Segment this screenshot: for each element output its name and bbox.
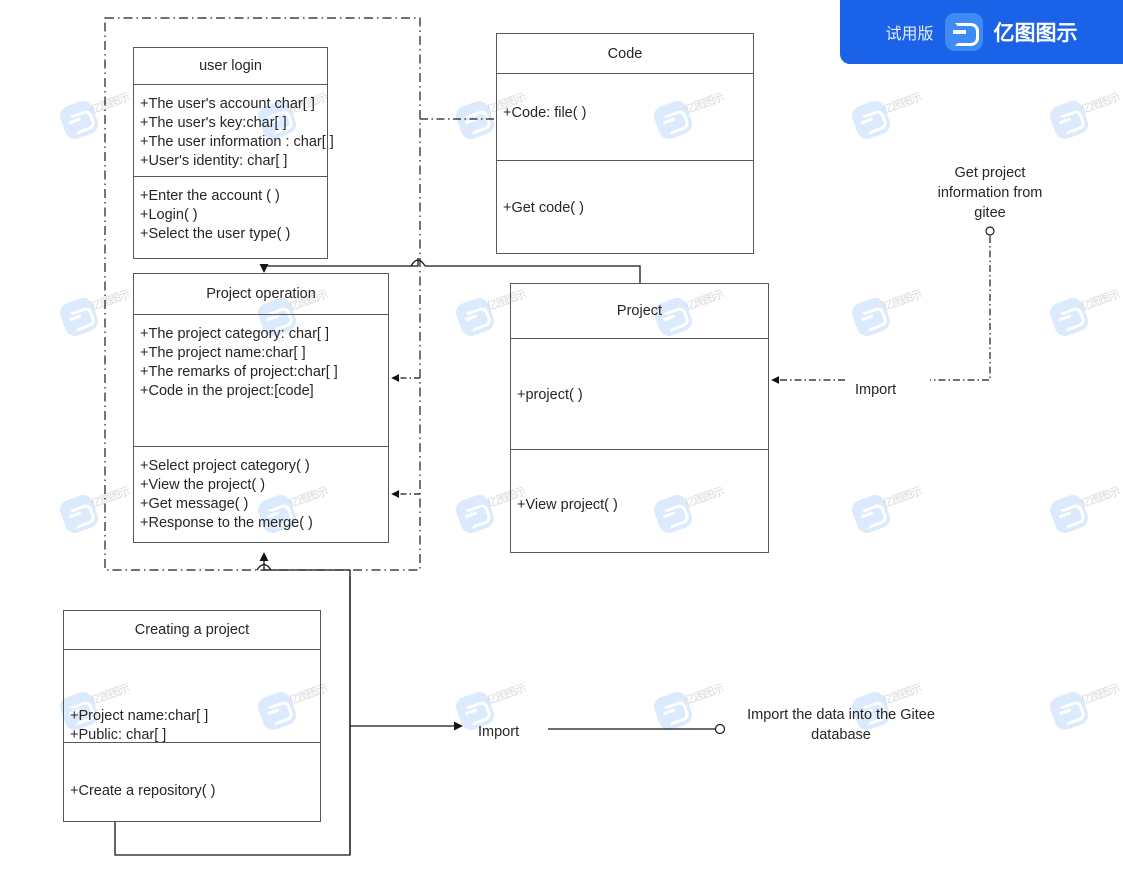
class-box-creating-a-project[interactable]: Creating a project +Project name:char[ ]…	[63, 610, 321, 822]
annotation-import-gitee-db: Import the data into the Gitee database	[747, 707, 935, 743]
brand-label: 亿图图示	[993, 21, 1078, 45]
trial-version-badge[interactable]: 试用版 亿图图示	[840, 0, 1123, 64]
annotation-get-project-info: Get project information from gitee	[937, 165, 1043, 221]
operation-row: +Get code( )	[503, 200, 584, 216]
edge-line-jump-bottom	[256, 563, 272, 571]
class-attributes-code: +Code: file( )	[497, 74, 753, 160]
operation-row: +Create a repository( )	[70, 783, 216, 799]
operation-row: +Get message( )	[140, 496, 249, 512]
operation-row: +Select the user type( )	[140, 226, 291, 242]
attribute-row: +The user information : char[ ]	[140, 134, 334, 150]
operation-row: +Enter the account ( )	[140, 188, 280, 204]
class-box-code[interactable]: Code +Code: file( ) +Get code( )	[496, 33, 754, 254]
class-title-project-operation: Project operation	[134, 274, 388, 315]
class-title-user-login: user login	[134, 48, 327, 85]
class-title-project: Project	[511, 284, 768, 339]
attribute-row: +The user's account char[ ]	[140, 96, 315, 112]
edge-gitee-info-path	[930, 236, 991, 381]
annotation-import-right: Import	[855, 382, 897, 398]
edraw-logo-icon	[944, 13, 983, 51]
endpoint-circle-gitee-info	[985, 226, 995, 236]
edge-line-jump-top	[410, 259, 426, 267]
attribute-row: +The remarks of project:char[ ]	[140, 364, 338, 380]
class-attributes-project-operation: +The project category: char[ ] +The proj…	[134, 315, 388, 446]
class-box-project-operation[interactable]: Project operation +The project category:…	[133, 273, 389, 543]
class-attributes-user-login: +The user's account char[ ] +The user's …	[134, 85, 334, 176]
attribute-row: +The project category: char[ ]	[140, 326, 329, 342]
edge-userlogin-to-projectoperation	[272, 258, 419, 267]
operation-row: +Select project category( )	[140, 458, 310, 474]
attribute-row: +project( )	[517, 387, 583, 403]
annotation-import-bottom: Import	[478, 724, 520, 740]
class-operations-code: +Get code( )	[497, 160, 753, 253]
attribute-row: +The project name:char[ ]	[140, 345, 306, 361]
class-attributes-creating-a-project: +Project name:char[ ] +Public: char[ ]	[64, 650, 320, 743]
trial-label: 试用版	[885, 24, 934, 43]
class-operations-project: +View project( )	[511, 449, 768, 554]
endpoint-circle-gitee-db	[714, 723, 726, 735]
attribute-row: +Code: file( )	[503, 105, 587, 121]
operation-row: +View the project( )	[140, 477, 266, 493]
class-operations-user-login: +Enter the account ( ) +Login( ) +Select…	[134, 176, 327, 259]
class-operations-creating-a-project: +Create a repository( )	[64, 742, 320, 823]
attribute-row: +Project name:char[ ]	[70, 708, 209, 724]
operation-row: +Response to the merge( )	[140, 515, 313, 531]
class-box-project[interactable]: Project +project( ) +View project( )	[510, 283, 769, 553]
edge-arrow-into-projectoperation	[259, 263, 272, 273]
class-box-user-login[interactable]: user login +The user's account char[ ] +…	[133, 47, 334, 259]
package-boundary	[104, 17, 421, 571]
edge-bus-to-project	[425, 265, 641, 283]
edge-creating-up-segment	[259, 552, 351, 576]
operation-row: +Login( )	[140, 207, 198, 223]
class-attributes-project: +project( )	[511, 339, 768, 449]
attribute-row: +User's identity: char[ ]	[140, 153, 288, 169]
operation-row: +View project( )	[517, 497, 618, 513]
class-title-creating-a-project: Creating a project	[64, 611, 320, 650]
attribute-row: +Code in the project:[code]	[140, 383, 314, 399]
class-operations-project-operation: +Select project category( ) +View the pr…	[134, 446, 388, 544]
attribute-row: +The user's key:char[ ]	[140, 115, 287, 131]
class-title-code: Code	[497, 34, 753, 74]
